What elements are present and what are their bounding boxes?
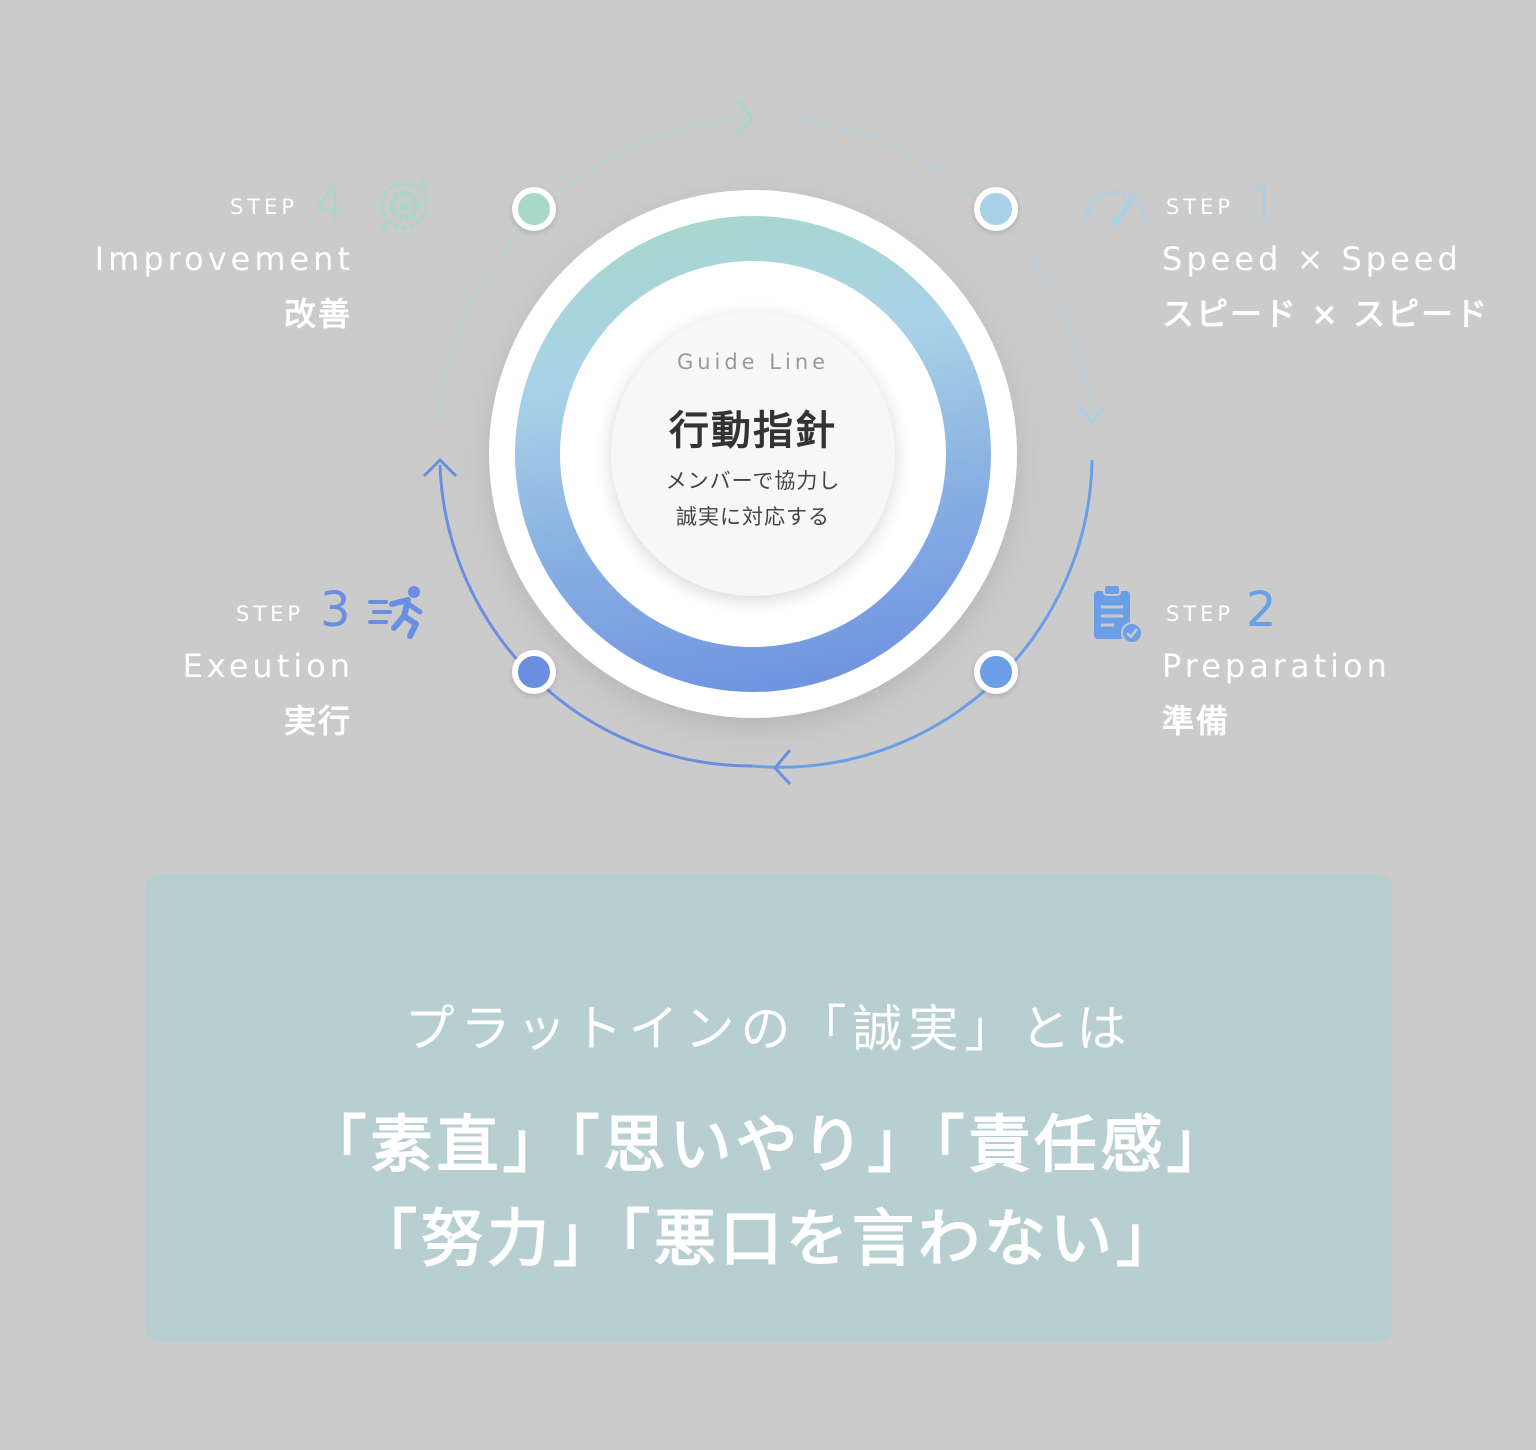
step3-title-en: Exeution — [182, 647, 354, 685]
step4-label: STEP — [230, 195, 299, 219]
arrowhead-top — [735, 99, 755, 136]
step2-title-en: Preparation — [1162, 647, 1391, 685]
step1-title-jp: スピード × スピード — [1162, 295, 1490, 333]
speedometer-icon — [1083, 189, 1149, 226]
arrowhead-left — [422, 457, 458, 478]
step4-title-jp: 改善 — [283, 295, 352, 333]
step4-number: 4 — [314, 176, 345, 232]
clipboard-check-icon — [1094, 584, 1143, 644]
integrity-panel: プラットインの「誠実」とは 「素直」「思いやり」「責任感」 「努力」「悪口を言わ… — [145, 874, 1392, 1342]
running-person-icon — [368, 586, 423, 639]
center-core — [611, 312, 895, 596]
step3-dot — [512, 650, 556, 694]
arrowhead-right — [1074, 403, 1108, 425]
step2-title-jp: 準備 — [1162, 702, 1231, 740]
panel-values-line2: 「努力」「悪口を言わない」 — [354, 1202, 1182, 1275]
step2-label: STEP — [1166, 602, 1235, 626]
gear-cycle-icon — [379, 178, 429, 234]
step1-dot — [974, 187, 1018, 231]
step1-number: 1 — [1248, 176, 1279, 232]
guide-description: メンバーで協力し 誠実に対応する — [611, 463, 895, 535]
step3-label: STEP — [236, 602, 305, 626]
step3-number: 3 — [320, 582, 351, 638]
guide-desc-line1: メンバーで協力し — [665, 469, 841, 493]
panel-values-line1: 「素直」「思いやり」「責任感」 — [304, 1108, 1233, 1181]
panel-lead: プラットインの「誠実」とは — [404, 1000, 1133, 1058]
arrowhead-bottom — [772, 749, 792, 786]
step4-title-en: Improvement — [94, 240, 354, 278]
guide-desc-line2: 誠実に対応する — [676, 505, 830, 529]
step4-dot — [512, 187, 556, 231]
step3-title-jp: 実行 — [283, 702, 352, 740]
guide-line-label: Guide Line — [676, 350, 830, 374]
step1-title-en: Speed × Speed — [1162, 240, 1462, 278]
step1-label: STEP — [1166, 195, 1235, 219]
step2-number: 2 — [1246, 582, 1277, 638]
guide-title: 行動指針 — [669, 408, 837, 454]
step2-dot — [974, 650, 1018, 694]
